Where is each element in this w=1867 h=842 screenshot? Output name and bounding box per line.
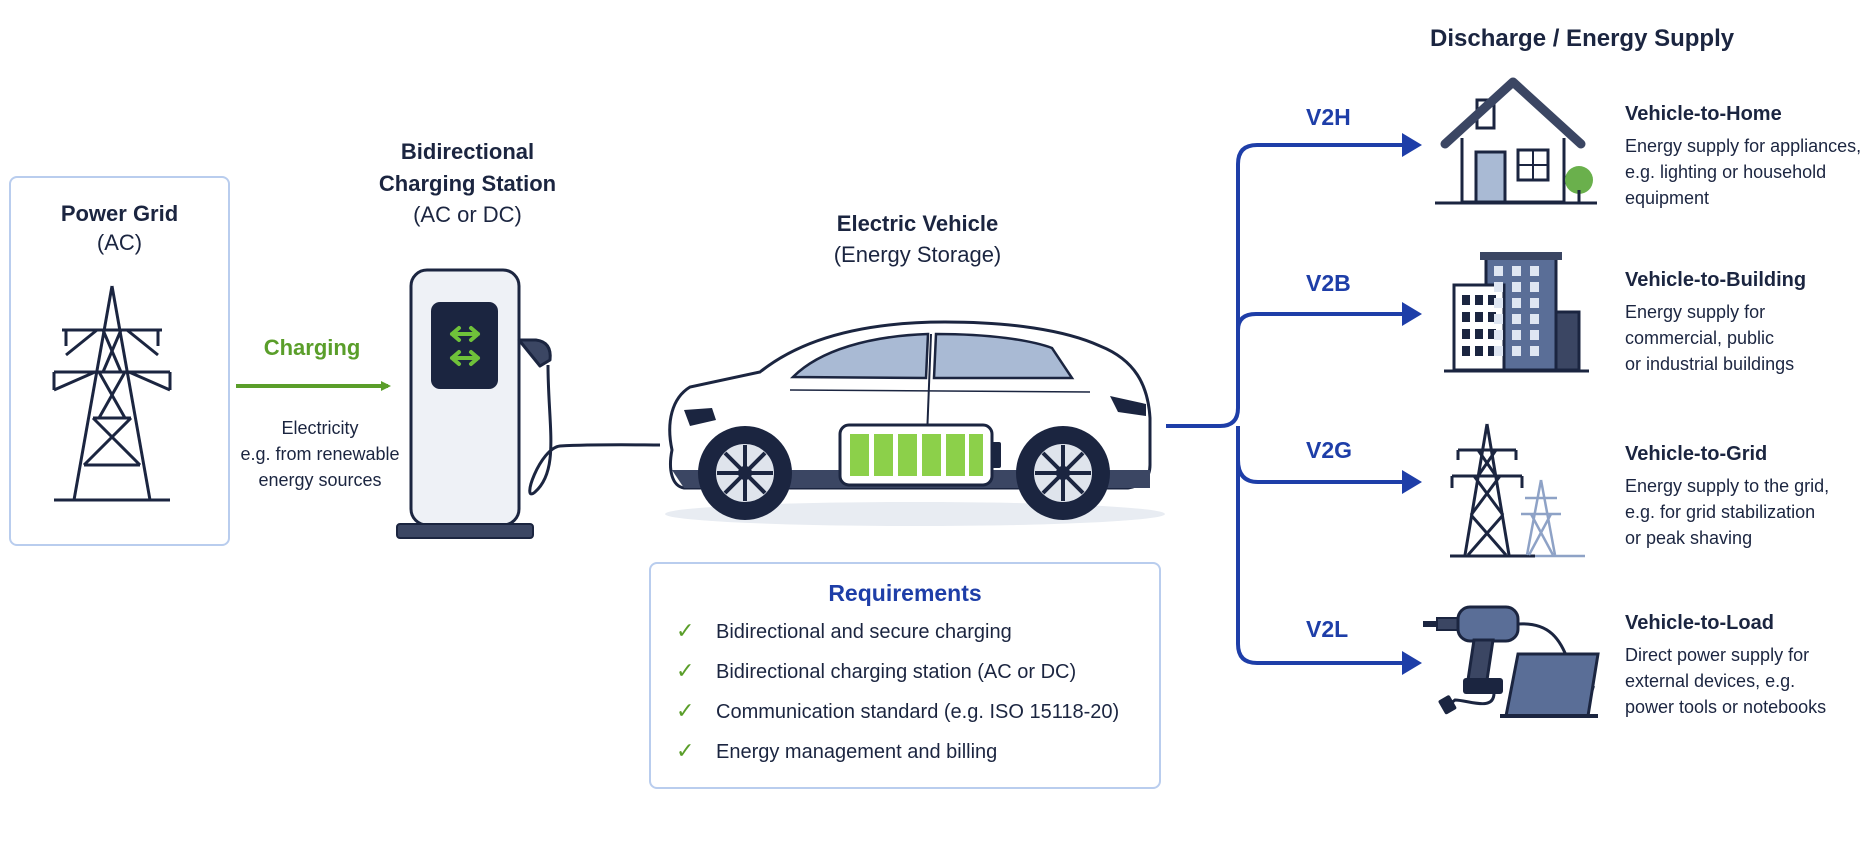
v2h-label: V2H — [1306, 104, 1351, 130]
house-icon — [1435, 77, 1597, 205]
building-window — [1462, 329, 1470, 339]
description-line: Energy supply to the grid, — [1625, 476, 1830, 496]
requirement-item: Bidirectional charging station (AC or DC… — [716, 661, 1077, 683]
v2h-description: Energy supply for appliances, e.g. light… — [1625, 133, 1861, 211]
building-window — [1462, 346, 1470, 356]
power-grid-title: Power Grid — [60, 201, 179, 226]
v2l-description: Direct power supply for external devices… — [1625, 642, 1826, 720]
building-window — [1488, 295, 1496, 305]
discharge-connectors — [1166, 143, 1402, 665]
power-grid-panel — [9, 176, 230, 546]
building-window — [1512, 266, 1521, 276]
v2g-title: Vehicle-to-Grid — [1625, 443, 1768, 465]
description-line: or peak shaving — [1625, 528, 1753, 549]
building-window — [1494, 282, 1503, 292]
requirement-item: Communication standard (e.g. ISO 15118-2… — [716, 701, 1120, 723]
front-wheel — [698, 426, 792, 520]
station-subtitle: (AC or DC) — [413, 202, 522, 227]
building-window — [1462, 295, 1470, 305]
building-window — [1462, 312, 1470, 322]
v2l-title: Vehicle-to-Load — [1625, 612, 1774, 634]
v2g-description: Energy supply to the grid, e.g. for grid… — [1625, 473, 1829, 551]
building-window — [1494, 346, 1503, 356]
building-window — [1530, 298, 1539, 308]
building-window — [1530, 282, 1539, 292]
check-icon: ✓ — [676, 738, 695, 763]
power-grid-subtitle: (AC) — [96, 230, 143, 255]
discharge-title: Discharge / Energy Supply — [1430, 25, 1735, 52]
building-window — [1488, 329, 1496, 339]
charging-note-line: energy sources — [258, 470, 382, 491]
building-window — [1512, 346, 1521, 356]
rear-wheel — [1016, 426, 1110, 520]
building-window — [1475, 329, 1483, 339]
vehicle-subtitle: (Energy Storage) — [833, 242, 1002, 267]
requirements-panel — [649, 562, 1161, 789]
v2b-description: Energy supply for commercial, public or … — [1625, 299, 1794, 377]
building-window — [1488, 346, 1496, 356]
building-window — [1530, 330, 1539, 340]
building-window — [1530, 266, 1539, 276]
check-icon: ✓ — [676, 698, 695, 723]
charging-note-line: Electricity — [281, 418, 359, 438]
description-line: or industrial buildings — [1625, 354, 1795, 375]
electric-vehicle-icon — [665, 320, 1165, 526]
description-line: Energy supply for appliances, — [1625, 136, 1862, 156]
charging-note: Electricity e.g. from renewable energy s… — [236, 415, 404, 493]
building-window — [1530, 346, 1539, 356]
station-title-line2: Charging Station — [378, 171, 557, 196]
building-window — [1512, 330, 1521, 340]
v2g-label: V2G — [1306, 437, 1353, 463]
building-window — [1475, 346, 1483, 356]
building-window — [1494, 330, 1503, 340]
building-window — [1530, 314, 1539, 324]
vehicle-title: Electric Vehicle — [836, 211, 999, 236]
building-window — [1494, 314, 1503, 324]
building-window — [1475, 312, 1483, 322]
building-window — [1512, 314, 1521, 324]
description-line: Direct power supply for — [1625, 645, 1810, 665]
building-window — [1512, 282, 1521, 292]
charging-station-icon — [396, 268, 661, 539]
description-line: e.g. lighting or household — [1625, 162, 1827, 183]
description-line: power tools or notebooks — [1625, 697, 1827, 718]
power-tool-laptop-icon — [1423, 605, 1600, 718]
requirements-title: Requirements — [828, 580, 982, 606]
building-window — [1494, 298, 1503, 308]
v2h-title: Vehicle-to-Home — [1625, 103, 1782, 125]
building-window — [1512, 298, 1521, 308]
check-icon: ✓ — [676, 658, 695, 683]
charging-label: Charging — [263, 335, 361, 360]
description-line: equipment — [1625, 188, 1710, 209]
description-line: commercial, public — [1625, 328, 1775, 349]
check-icon: ✓ — [676, 618, 695, 643]
charging-note-line: e.g. from renewable — [240, 444, 400, 465]
v2l-label: V2L — [1306, 616, 1349, 642]
description-line: e.g. for grid stabilization — [1625, 502, 1816, 523]
building-window — [1488, 312, 1496, 322]
building-window — [1475, 295, 1483, 305]
description-line: external devices, e.g. — [1625, 671, 1796, 692]
station-title-line1: Bidirectional — [400, 139, 535, 164]
battery-icon — [838, 423, 1001, 487]
v2b-label: V2B — [1306, 270, 1351, 296]
power-tower-icon — [52, 285, 172, 502]
v2b-title: Vehicle-to-Building — [1625, 269, 1807, 291]
requirement-item: Energy management and billing — [716, 741, 998, 763]
requirement-item: Bidirectional and secure charging — [716, 621, 1012, 643]
description-line: Energy supply for — [1625, 302, 1766, 322]
building-window — [1494, 266, 1503, 276]
grid-tower-icon — [1450, 423, 1585, 558]
